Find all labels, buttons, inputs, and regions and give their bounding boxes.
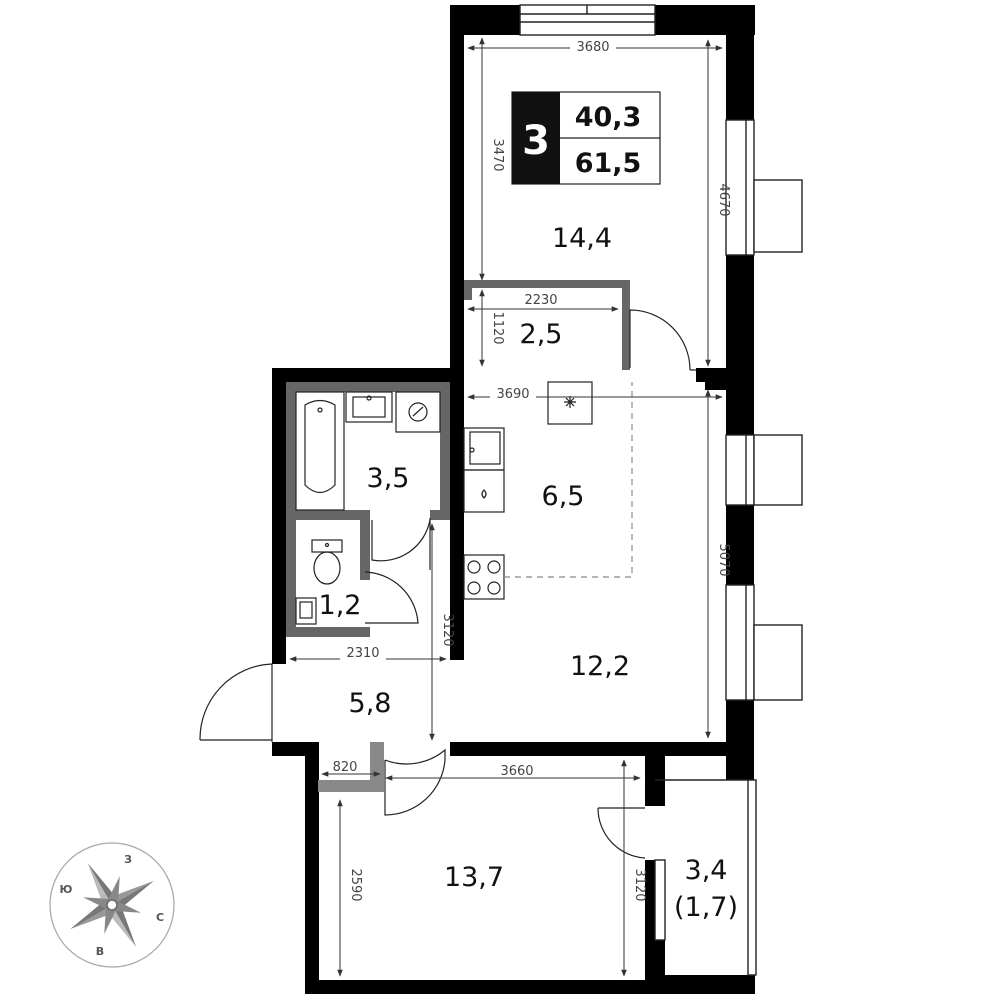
badge-total-area: 61,5 [575, 148, 642, 179]
kitchen-counter [463, 427, 505, 600]
window-right-2 [725, 434, 755, 506]
compass: З Ю С В [49, 842, 175, 968]
dim-top-width: 3680 [576, 40, 609, 55]
area-balcony: 3,4 [685, 855, 728, 886]
kitchen-zone-outline [504, 382, 633, 578]
windows [519, 4, 803, 976]
apartment-badge: 3 40,3 61,5 [511, 91, 661, 185]
dim-bottom-width: 3660 [500, 764, 533, 779]
bathtub [295, 391, 345, 511]
small-sink [295, 597, 317, 625]
dim-storage-height: 1120 [490, 311, 505, 344]
area-toilet: 1,2 [319, 590, 362, 621]
dimension-labels: 3680 3470 4670 2230 1120 3690 5070 2310 … [333, 39, 731, 902]
window-right-3 [725, 584, 755, 701]
compass-south: Ю [60, 883, 73, 896]
area-room-top: 14,4 [552, 223, 612, 254]
dim-top-right-height: 4670 [716, 183, 731, 216]
area-kitchen: 6,5 [542, 481, 585, 512]
area-hall: 5,8 [349, 688, 392, 719]
window-right-1 [725, 119, 755, 256]
room-area-labels: 14,4 2,5 3,5 1,2 6,5 12,2 5,8 13,7 3,4 (… [319, 223, 738, 923]
washbasin [345, 391, 393, 423]
dim-bottom-small: 820 [333, 760, 358, 775]
dim-storage-width: 2230 [524, 293, 557, 308]
dim-bottom-height: 2590 [348, 868, 363, 901]
compass-rose-icon [70, 863, 154, 947]
area-room-bottom: 13,7 [444, 862, 504, 893]
compass-north: С [156, 911, 164, 924]
dim-kitchen-width: 3690 [496, 387, 529, 402]
compass-east: З [124, 853, 132, 866]
washing-machine [395, 391, 441, 433]
area-balcony-reduced: (1,7) [674, 892, 738, 923]
dim-hall-height: 3120 [440, 613, 455, 646]
exterior-walls [272, 5, 755, 994]
dim-top-height: 3470 [490, 138, 505, 171]
area-living: 12,2 [570, 651, 630, 682]
toilet [311, 539, 343, 585]
dim-balcony-height: 3120 [632, 868, 647, 901]
ventilation-shaft [547, 381, 593, 425]
interior-walls [286, 280, 630, 792]
badge-living-area: 40,3 [575, 102, 642, 133]
doors [199, 309, 696, 859]
dim-living-height: 5070 [716, 543, 731, 576]
dim-hall-width: 2310 [346, 646, 379, 661]
compass-west: В [96, 945, 104, 958]
area-bathroom: 3,5 [367, 463, 410, 494]
area-storage: 2,5 [520, 319, 563, 350]
balcony-glazing [747, 779, 757, 976]
badge-room-count: 3 [522, 118, 550, 164]
